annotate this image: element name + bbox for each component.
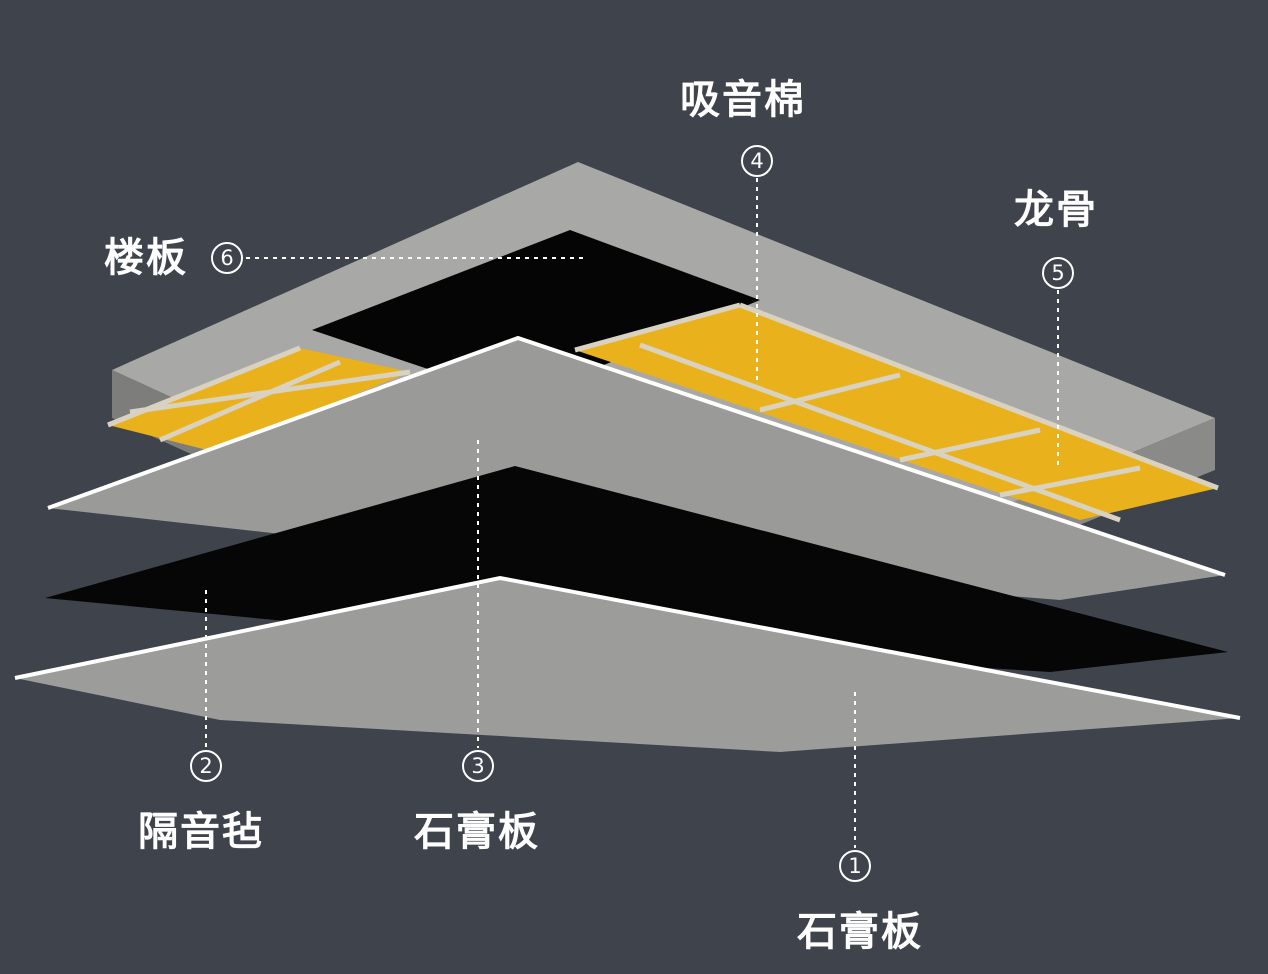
gypsum-board-upper-edge [47, 335, 1226, 577]
callout-label-acoustic-cotton: 吸音棉 [680, 77, 806, 123]
callout-number-4: 4 [741, 145, 773, 177]
callout-number-2: 2 [190, 750, 222, 782]
slab-underside-dark [312, 230, 760, 400]
keel-grid [107, 302, 1219, 523]
gypsum-board-lower [15, 578, 1240, 752]
callout-number-5: 5 [1042, 257, 1074, 289]
callout-label-soundproof-felt: 隔音毡 [138, 809, 264, 855]
callout-label-keel: 龙骨 [1014, 187, 1098, 233]
callout-number-1: 1 [839, 850, 871, 882]
callout-number-3: 3 [462, 750, 494, 782]
gypsum-board-lower-edge [14, 575, 1241, 720]
leader-lines [205, 178, 1059, 848]
callout-number-6: 6 [211, 242, 243, 274]
callout-label-floor-slab: 楼板 [104, 235, 188, 281]
callout-label-gypsum-board-lower: 石膏板 [797, 909, 923, 955]
callout-label-gypsum-board-upper: 石膏板 [414, 809, 540, 855]
acoustic-cotton-left [108, 348, 410, 452]
acoustic-cotton-right [575, 305, 1218, 520]
